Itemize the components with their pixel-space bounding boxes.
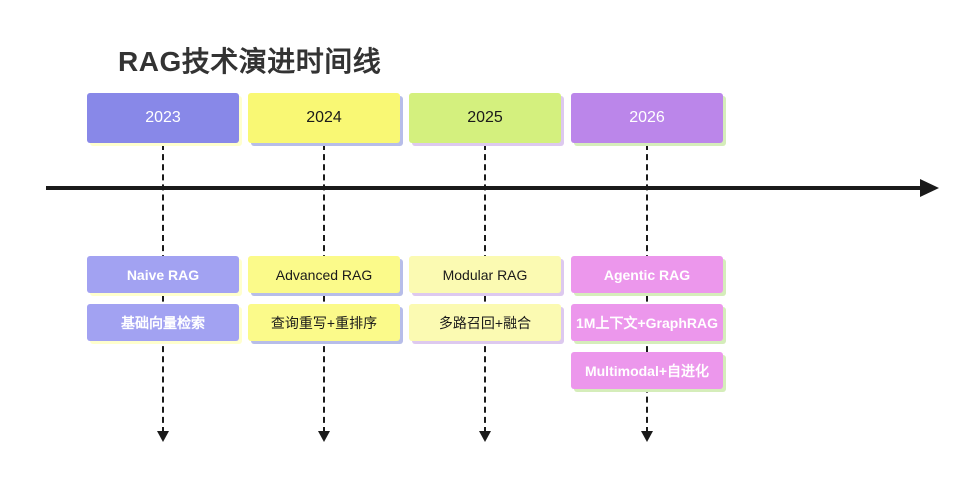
event-box-2026-2: Multimodal+自进化: [571, 352, 723, 389]
event-box-2023-0: Naive RAG: [87, 256, 239, 293]
event-box-2025-1: 多路召回+融合: [409, 304, 561, 341]
event-box-2023-1: 基础向量检索: [87, 304, 239, 341]
diagram-title: RAG技术演进时间线: [118, 46, 382, 77]
year-box-2023: 2023: [87, 93, 239, 143]
down-arrowhead-icon-2023: [157, 431, 169, 442]
event-box-2024-0: Advanced RAG: [248, 256, 400, 293]
right-arrowhead-icon: [920, 179, 939, 197]
year-box-2025: 2025: [409, 93, 561, 143]
event-box-2024-1: 查询重写+重排序: [248, 304, 400, 341]
event-box-2026-1: 1M上下文+GraphRAG: [571, 304, 723, 341]
year-box-2024: 2024: [248, 93, 400, 143]
down-arrowhead-icon-2025: [479, 431, 491, 442]
down-arrowhead-icon-2026: [641, 431, 653, 442]
down-arrowhead-icon-2024: [318, 431, 330, 442]
year-box-2026: 2026: [571, 93, 723, 143]
event-box-2025-0: Modular RAG: [409, 256, 561, 293]
event-box-2026-0: Agentic RAG: [571, 256, 723, 293]
